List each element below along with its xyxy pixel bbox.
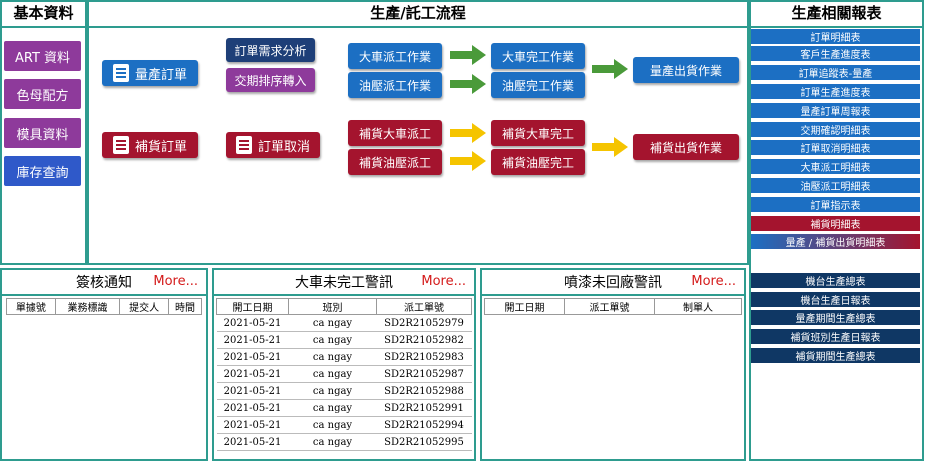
nav-color-formula[interactable]: 色母配方 [4,79,81,109]
replenish-order-button[interactable]: 補貨訂單 [102,132,198,158]
report-replenish-period-total[interactable]: 補貨期間生產總表 [751,348,920,364]
col-shift: 班別 [288,298,377,315]
report-truck-dispatch[interactable]: 大車派工明細表 [751,159,920,175]
truck-alert-header: 大車未完工警訊 More... [214,270,474,296]
flow-title: 生產/託工流程 [89,2,747,28]
mass-order-label: 量產訂單 [134,67,187,83]
report-machine-daily[interactable]: 機台生產日報表 [751,292,920,308]
nav-mold-data[interactable]: 模具資料 [4,118,81,148]
col-submitter: 提交人 [119,298,169,315]
report-replenish-shift-daily[interactable]: 補貨班別生產日報表 [751,329,920,345]
col-start-date: 開工日期 [484,298,565,315]
col-doc-no: 單據號 [6,298,56,315]
report-delivery-confirm[interactable]: 交期確認明細表 [751,122,920,138]
arrow-right-icon [450,74,486,94]
demand-analysis-button[interactable]: 訂單需求分析 [226,38,315,62]
report-order-detail[interactable]: 訂單明細表 [751,29,920,45]
reports-title: 生產相關報表 [751,2,922,28]
order-cancel-label: 訂單取消 [257,139,310,155]
paint-alert-table: 開工日期 派工單號 制單人 [484,298,742,315]
nav-art-data[interactable]: ART 資料 [4,41,81,71]
rep-oil-complete-button[interactable]: 補貨油壓完工 [491,149,585,175]
rep-truck-complete-button[interactable]: 補貨大車完工 [491,120,585,146]
order-cancel-button[interactable]: 訂單取消 [226,132,320,158]
truck-dispatch-button[interactable]: 大車派工作業 [348,43,442,69]
oil-complete-button[interactable]: 油壓完工作業 [491,72,585,98]
paint-alert-panel: 噴漆未回廠警訊 More... 開工日期 派工單號 制單人 [480,268,746,461]
sign-header: 簽核通知 More... [2,270,206,296]
arrow-right-icon [450,151,486,171]
col-time: 時間 [167,298,203,315]
sign-title: 簽核通知 [76,275,132,291]
sign-more-link[interactable]: More... [153,274,198,289]
report-order-progress[interactable]: 訂單生產進度表 [751,84,920,100]
arrow-right-icon [450,45,486,65]
report-machine-total[interactable]: 機台生產總表 [751,273,920,289]
sign-panel: 簽核通知 More... 單據號 業務標識 提交人 時間 [0,268,208,461]
nav-inventory-query[interactable]: 庫存查詢 [4,156,81,186]
report-mass-weekly[interactable]: 量產訂單周報表 [751,103,920,119]
basic-data-title: 基本資料 [2,2,85,28]
mass-order-button[interactable]: 量產訂單 [102,60,198,86]
mass-ship-button[interactable]: 量產出貨作業 [633,57,739,83]
report-order-tracking[interactable]: 訂單追蹤表-量產 [751,65,920,81]
truck-alert-title: 大車未完工警訊 [295,275,393,291]
sign-table: 單據號 業務標識 提交人 時間 [6,298,203,315]
report-order-instruction[interactable]: 訂單指示表 [751,197,920,213]
rep-oil-dispatch-button[interactable]: 補貨油壓派工 [348,149,442,175]
paint-alert-title: 噴漆未回廠警訊 [564,275,662,291]
paint-alert-more-link[interactable]: More... [691,274,736,289]
truck-alert-more-link[interactable]: More... [421,274,466,289]
rep-truck-dispatch-button[interactable]: 補貨大車派工 [348,120,442,146]
report-replenish-detail[interactable]: 補貨明細表 [751,216,920,232]
replenish-order-label: 補貨訂單 [134,139,187,155]
col-creator: 制單人 [654,298,742,315]
clipboard-icon [235,136,252,154]
col-dispatch-no: 派工單號 [564,298,655,315]
clipboard-icon [112,136,129,154]
schedule-transfer-button[interactable]: 交期排序轉入 [226,68,315,92]
arrow-right-icon [450,123,486,143]
report-mass-period-total[interactable]: 量產期間生產總表 [751,310,920,326]
report-oil-dispatch[interactable]: 油壓派工明細表 [751,178,920,194]
col-start-date: 開工日期 [216,298,289,315]
report-mass-replenish-ship[interactable]: 量產 / 補貨出貨明細表 [751,234,920,250]
arrow-right-icon [592,59,628,79]
truck-complete-button[interactable]: 大車完工作業 [491,43,585,69]
report-order-cancel[interactable]: 訂單取消明細表 [751,140,920,156]
col-dispatch-no: 派工單號 [376,298,472,315]
clipboard-icon [112,64,129,82]
arrow-right-icon [592,137,628,157]
paint-alert-header: 噴漆未回廠警訊 More... [482,270,744,296]
oil-dispatch-button[interactable]: 油壓派工作業 [348,72,442,98]
col-business-flag: 業務標識 [54,298,121,315]
rep-ship-button[interactable]: 補貨出貨作業 [633,134,739,160]
report-customer-progress[interactable]: 客戶生產進度表 [751,46,920,62]
